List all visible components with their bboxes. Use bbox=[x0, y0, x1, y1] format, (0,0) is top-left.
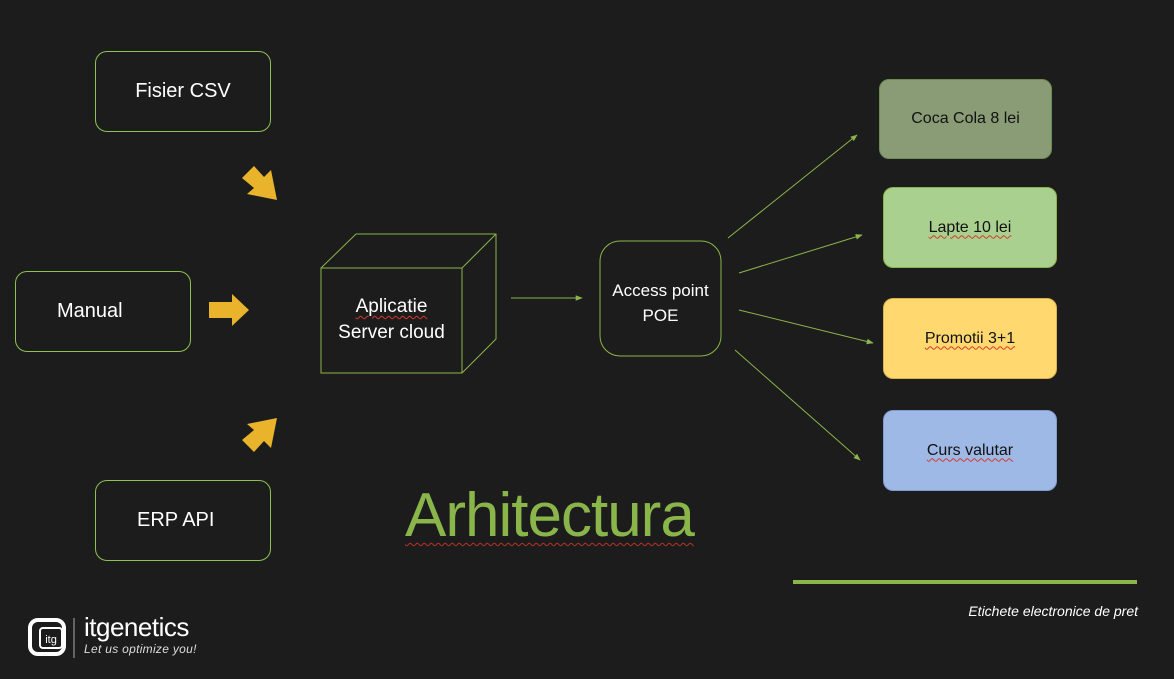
source-manual-label: Manual bbox=[57, 300, 123, 322]
output-lapte-box: Lapte 10 lei bbox=[883, 187, 1057, 268]
divider-line bbox=[793, 580, 1137, 584]
output-coca-cola-box: Coca Cola 8 lei bbox=[879, 79, 1052, 159]
source-csv-label: Fisier CSV bbox=[135, 80, 231, 102]
source-erp-box: ERP API bbox=[95, 480, 271, 561]
page-title-text: Arhitectura bbox=[405, 481, 695, 550]
access-point-line2: POE bbox=[642, 306, 679, 325]
output-coca-cola-label: Coca Cola 8 lei bbox=[911, 110, 1020, 127]
line-ap-to-coca-cola bbox=[727, 134, 858, 239]
source-erp-label: ERP API bbox=[137, 509, 215, 531]
access-point-line1: Access point bbox=[612, 281, 709, 300]
page-title: Arhitectura bbox=[405, 480, 695, 551]
line-ap-to-lapte bbox=[738, 234, 863, 274]
source-csv-box: Fisier CSV bbox=[95, 51, 271, 132]
output-curs-box: Curs valutar bbox=[883, 410, 1057, 491]
arrow-erp-to-server bbox=[242, 418, 277, 452]
source-manual-box: Manual bbox=[15, 271, 191, 352]
subtitle-text: Etichete electronice de pret bbox=[968, 603, 1138, 619]
server-label: Aplicatie Server cloud bbox=[321, 294, 462, 346]
arrow-manual-to-server bbox=[209, 294, 249, 326]
logo-name: itgenetics bbox=[84, 612, 189, 642]
arrow-csv-to-server bbox=[242, 166, 277, 200]
server-line1: Aplicatie bbox=[355, 296, 428, 317]
server-line2: Server cloud bbox=[338, 322, 445, 343]
line-ap-to-curs bbox=[734, 349, 861, 461]
access-point-label: Access point POE bbox=[600, 278, 721, 328]
access-point-box bbox=[599, 240, 722, 357]
subtitle: Etichete electronice de pret bbox=[968, 603, 1138, 619]
logo-mark-text: itg bbox=[45, 634, 57, 646]
output-curs-label: Curs valutar bbox=[926, 441, 1014, 459]
server-cube bbox=[320, 233, 497, 374]
logo-mark-icon: itg bbox=[28, 618, 75, 658]
logo-tagline: Let us optimize you! bbox=[84, 642, 197, 656]
output-promotii-box: Promotii 3+1 bbox=[883, 298, 1057, 379]
output-promotii-label: Promotii 3+1 bbox=[924, 329, 1016, 347]
output-lapte-label: Lapte 10 lei bbox=[928, 218, 1012, 236]
line-ap-to-promotii bbox=[738, 309, 874, 345]
